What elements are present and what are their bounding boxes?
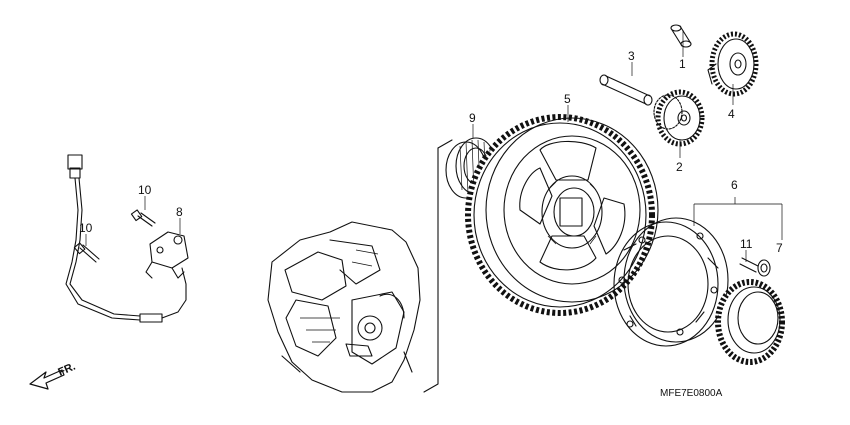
label-11: 11 [740, 237, 753, 251]
bolt-10-left [73, 242, 100, 263]
shaft-3 [599, 74, 653, 106]
front-direction-label: FR. [56, 361, 77, 379]
engine-case-drawing [267, 221, 421, 393]
label-10-lower: 10 [79, 221, 93, 235]
label-6: 6 [731, 178, 738, 192]
label-10-upper: 10 [138, 183, 152, 197]
shaft-1 [670, 24, 692, 48]
reduction-gear-4 [707, 31, 759, 97]
label-7: 7 [776, 241, 783, 255]
label-3: 3 [628, 49, 635, 63]
label-9: 9 [469, 111, 476, 125]
label-1: 1 [679, 57, 686, 71]
starter-driven-gear-5 [465, 114, 659, 316]
bolt-11 [739, 257, 771, 277]
callout-lines [85, 30, 783, 262]
idle-gear-2 [653, 89, 705, 147]
front-direction-arrow-icon [29, 369, 65, 390]
group-bracket [423, 139, 453, 393]
sensor-harness-drawing [65, 154, 189, 323]
label-4: 4 [728, 107, 735, 121]
label-8: 8 [176, 205, 183, 219]
bolt-10-upper [130, 209, 156, 227]
one-way-clutch-7 [715, 279, 785, 365]
label-5: 5 [564, 92, 571, 106]
label-2: 2 [676, 160, 683, 174]
starter-clutch-outer [613, 217, 729, 347]
diagram-code: MFE7E0800A [660, 388, 723, 399]
